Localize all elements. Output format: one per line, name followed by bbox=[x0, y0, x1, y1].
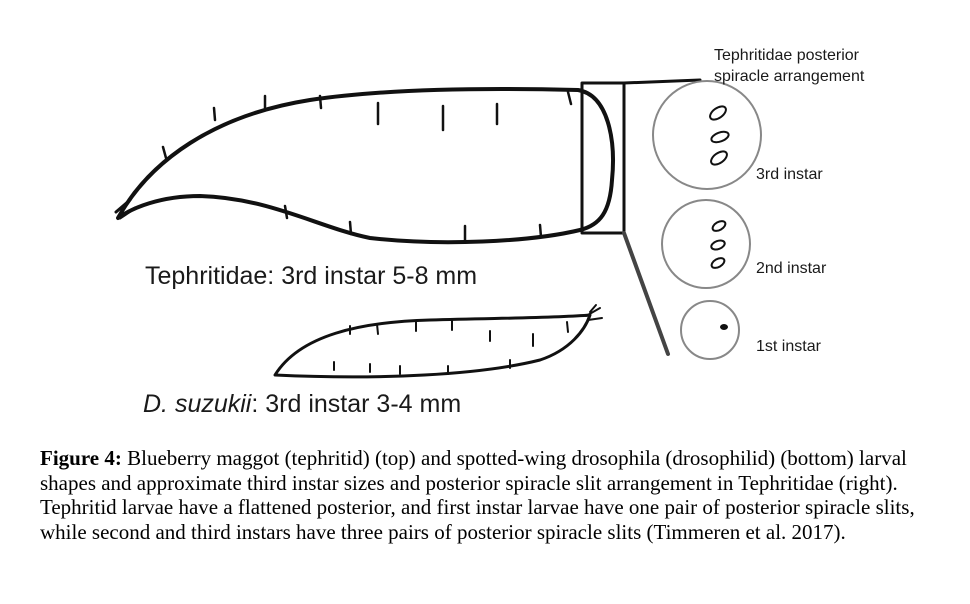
drosophila-segment-ticks bbox=[333, 319, 569, 375]
connector-top bbox=[622, 78, 702, 85]
figure-caption: Figure 4: Blueberry maggot (tephritid) (… bbox=[40, 446, 940, 544]
tephritid-segment-ticks bbox=[161, 90, 573, 242]
drosophila-larva-outline bbox=[273, 313, 592, 379]
caption-lead: Figure 4: bbox=[40, 446, 122, 470]
tephritid-mouth-hooks bbox=[114, 198, 137, 220]
spiracle-3rd-instar-circle bbox=[652, 80, 762, 190]
label-1st-instar: 1st instar bbox=[756, 338, 821, 355]
suzukii-species-name: D. suzukii bbox=[143, 390, 252, 418]
caption-text: Blueberry maggot (tephritid) (top) and s… bbox=[40, 446, 915, 544]
spiracle-title-line2: spiracle arrangement bbox=[714, 68, 865, 85]
zoom-box bbox=[580, 81, 626, 235]
spiracle-2nd-instar-slits bbox=[710, 220, 727, 269]
tephritidae-size-label: Tephritidae: 3rd instar 5-8 mm bbox=[145, 262, 478, 290]
spiracle-3rd-instar-slits bbox=[709, 105, 730, 166]
spiracle-1st-instar-slit bbox=[720, 324, 728, 330]
spiracle-2nd-instar-circle bbox=[661, 199, 751, 289]
larvae-drawing bbox=[114, 78, 762, 379]
label-3rd-instar: 3rd instar bbox=[756, 166, 823, 183]
drosophila-mouth-hooks bbox=[585, 304, 603, 321]
suzukii-size-label: D. suzukii: 3rd instar 3-4 mm bbox=[143, 390, 461, 419]
larvae-diagram: Tephritidae: 3rd instar 5-8 mm D. suzuki… bbox=[114, 47, 865, 419]
spiracle-1st-instar-circle bbox=[680, 300, 740, 360]
label-2nd-instar: 2nd instar bbox=[756, 260, 827, 277]
spiracle-title-line1: Tephritidae posterior bbox=[714, 47, 859, 64]
tephritid-larva-outline bbox=[116, 87, 615, 245]
suzukii-size-text: : 3rd instar 3-4 mm bbox=[251, 390, 462, 418]
connector-bottom bbox=[622, 231, 670, 356]
